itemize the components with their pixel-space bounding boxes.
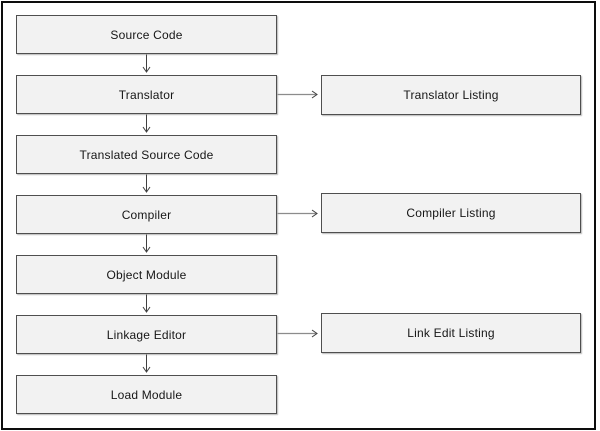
node-translated-source-code: Translated Source Code: [16, 135, 277, 174]
node-object-module: Object Module: [16, 255, 277, 294]
node-compiler: Compiler: [16, 195, 277, 234]
node-label-translated-source-code: Translated Source Code: [79, 147, 214, 162]
node-translator-listing: Translator Listing: [321, 75, 581, 115]
node-link-edit-listing: Link Edit Listing: [321, 313, 581, 353]
node-label-linkage-editor: Linkage Editor: [106, 327, 187, 342]
node-label-link-edit-listing: Link Edit Listing: [407, 326, 495, 340]
node-label-compiler-listing: Compiler Listing: [406, 206, 496, 220]
node-compiler-listing: Compiler Listing: [321, 193, 581, 233]
node-label-object-module: Object Module: [106, 267, 187, 282]
node-label-translator: Translator: [118, 87, 175, 102]
node-label-source-code: Source Code: [110, 27, 183, 42]
node-translator: Translator: [16, 75, 277, 114]
node-linkage-editor: Linkage Editor: [16, 315, 277, 354]
node-source-code: Source Code: [16, 15, 277, 54]
node-label-compiler: Compiler: [121, 207, 172, 222]
node-load-module: Load Module: [16, 375, 277, 414]
node-label-load-module: Load Module: [110, 387, 183, 402]
node-label-translator-listing: Translator Listing: [403, 88, 499, 102]
